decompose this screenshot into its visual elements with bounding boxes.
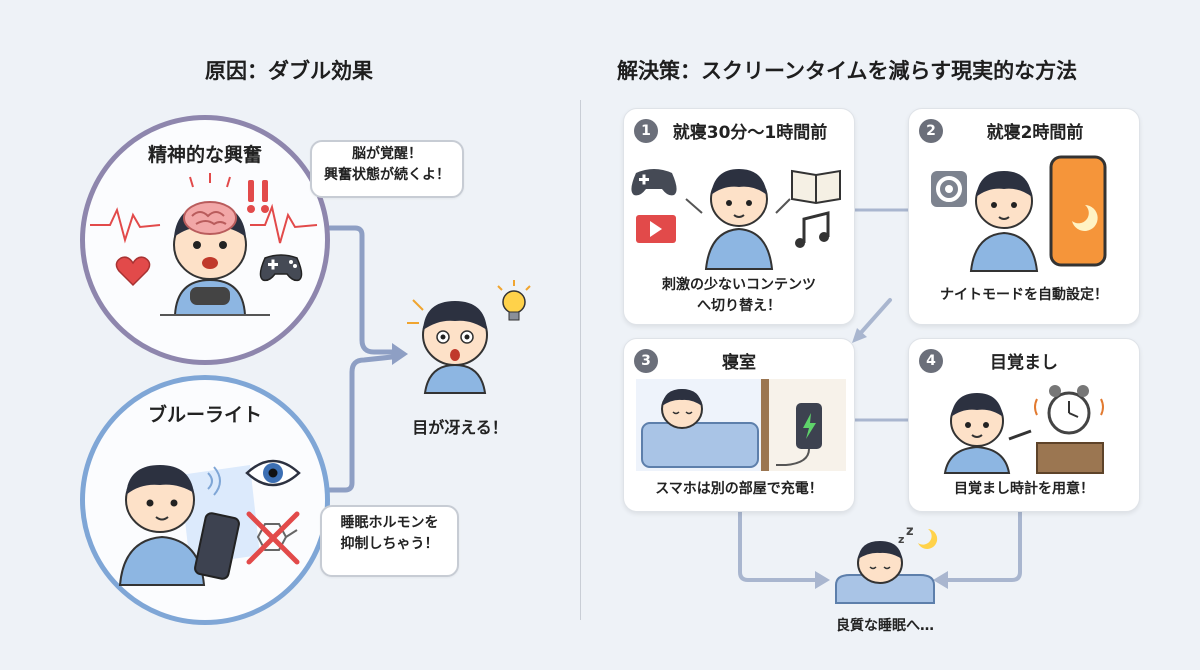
step-1-title: 就寝30分〜1時間前 (672, 123, 828, 143)
left-section-title: 原因：ダブル効果 (205, 59, 373, 83)
step-card-2: 2 就寝2時間前 ナイトモードを自動設定！ (908, 108, 1140, 325)
music-icon (795, 211, 830, 248)
step-1-caption: 刺激の少ないコンテンツ へ切り替え！ (624, 275, 854, 317)
step-card-3: 3 寝室 スマホは別の部屋で充電！ (623, 338, 855, 512)
moon-icon (918, 529, 938, 549)
step-2-number: 2 (919, 119, 943, 143)
wide-awake-kid-illustration (407, 299, 488, 394)
step-1-caption-line1: 刺激の少ないコンテンツ (662, 277, 816, 293)
gamepad-icon (631, 169, 677, 196)
bluelight-speech-bubble: 睡眠ホルモンを 抑制しちゃう！ (320, 505, 459, 577)
excitement-bubble-line2: 興奮状態が続くよ！ (324, 167, 450, 183)
sleeping-kid-illustration: z z (835, 524, 938, 604)
step-4-caption: 目覚まし時計を用意！ (954, 481, 1094, 497)
bluelight-label: ブルーライト (147, 404, 262, 426)
sleep-result-label: 良質な睡眠へ… (836, 618, 934, 634)
section-divider (580, 100, 581, 620)
step-4-illustration (943, 385, 1104, 474)
phone-user-illustration (118, 465, 260, 586)
step-4-number: 4 (919, 349, 943, 373)
bluelight-bubble-line1: 睡眠ホルモンを (340, 515, 439, 531)
step-1-caption-line2: へ切り替え！ (697, 298, 781, 314)
video-icon (636, 215, 676, 243)
excitement-circle (80, 115, 330, 365)
excitement-label: 精神的な興奮 (147, 144, 262, 166)
svg-text:z: z (898, 533, 904, 546)
step-1-number: 1 (634, 119, 658, 143)
battery-icon (796, 403, 822, 449)
phone-icon (1049, 155, 1107, 267)
brain-icon (183, 201, 237, 235)
awake-result-label: 目が冴える！ (412, 418, 508, 437)
step-3-title: 寝室 (722, 353, 756, 373)
heart-icon (115, 256, 151, 287)
lightbulb-icon (497, 280, 531, 321)
excitement-speech-bubble: 脳が覚醒！ 興奮状態が続くよ！ (310, 140, 464, 198)
handheld-controller (190, 287, 230, 305)
step-3-illustration (636, 379, 846, 471)
excitement-bubble-line1: 脳が覚醒！ (352, 146, 422, 162)
step-1-illustration (631, 169, 841, 270)
melatonin-blocked-icon (246, 511, 300, 565)
step-card-1: 1 就寝30分〜1時間前 刺激の少ないコンテンツ へ切り替え！ (623, 108, 855, 325)
step-card-4: 4 目覚まし 目覚まし時計を用意！ (908, 338, 1140, 512)
bluelight-bubble-line2: 抑制しちゃう！ (340, 536, 439, 552)
alarm-clock-icon (1034, 385, 1104, 435)
step-2-caption: ナイトモードを自動設定！ (940, 287, 1108, 303)
book-icon (791, 169, 841, 205)
step-2-illustration (931, 155, 1107, 272)
gamepad-icon (259, 254, 303, 282)
step-3-number: 3 (634, 349, 658, 373)
step-3-caption: スマホは別の部屋で充電！ (655, 481, 823, 497)
exclamation-icon (247, 180, 269, 213)
step-4-title: 目覚まし (990, 353, 1058, 373)
svg-text:z: z (906, 524, 914, 539)
eye-icon (245, 459, 301, 487)
moon-icon (1072, 205, 1098, 231)
gear-icon (931, 171, 967, 207)
right-section-title: 解決策：スクリーンタイムを減らす現実的な方法 (617, 59, 1078, 83)
step-2-title: 就寝2時間前 (986, 123, 1084, 143)
